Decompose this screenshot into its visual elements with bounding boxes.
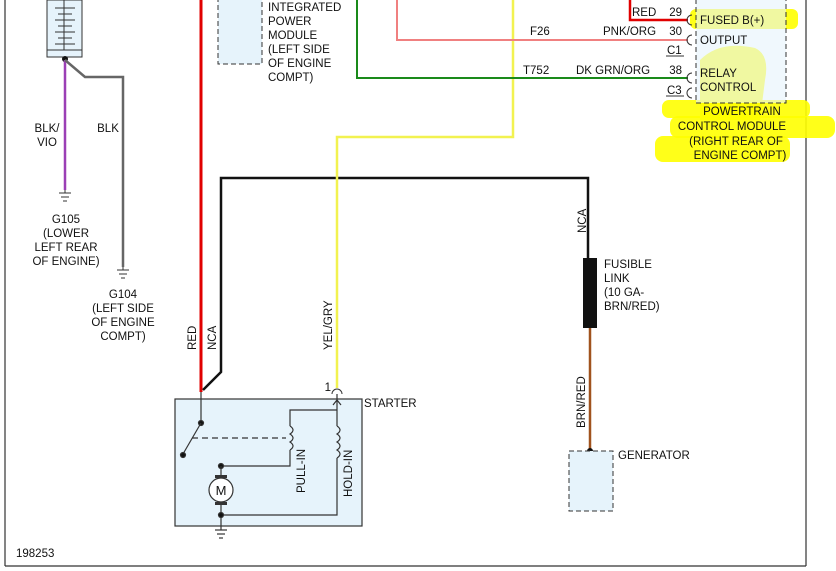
svg-text:CONTROL: CONTROL	[700, 82, 757, 94]
wire-nca	[202, 176, 590, 391]
svg-text:C3: C3	[667, 85, 682, 97]
ground-icon	[59, 190, 71, 202]
svg-text:T752: T752	[523, 65, 549, 77]
svg-text:BRN/RED): BRN/RED)	[604, 301, 660, 313]
svg-text:RED: RED	[632, 7, 656, 19]
wire-label-red: RED	[187, 326, 199, 350]
svg-text:F26: F26	[530, 26, 550, 38]
svg-text:FUSED B(+): FUSED B(+)	[700, 15, 764, 27]
svg-text:COMPT): COMPT)	[268, 72, 314, 84]
motor-label: M	[216, 483, 227, 498]
ipm-box	[217, 0, 263, 65]
svg-text:G104: G104	[109, 289, 138, 301]
svg-text:DK GRN/ORG: DK GRN/ORG	[576, 65, 650, 77]
starter-pin-number: 1	[325, 382, 331, 394]
pcm-pin-labels: RED 29 FUSED B(+) F26 PNK/ORG 30 OUTPUT …	[523, 7, 764, 97]
svg-text:FUSIBLE: FUSIBLE	[604, 259, 652, 271]
svg-text:MODULE: MODULE	[268, 30, 318, 42]
starter-internals	[179, 392, 342, 539]
wire-yel-gry	[335, 0, 515, 388]
fusible-link	[583, 258, 597, 328]
svg-text:LEFT REAR: LEFT REAR	[34, 242, 97, 254]
pcm-connector-marks	[686, 14, 693, 99]
svg-text:COMPT): COMPT)	[100, 331, 146, 343]
svg-text:PNK/ORG: PNK/ORG	[603, 26, 656, 38]
generator-label: GENERATOR	[618, 450, 690, 462]
wire-label-yel-gry: YEL/GRY	[323, 300, 335, 350]
fusible-link-label: FUSIBLE LINK (10 GA- BRN/RED)	[604, 259, 660, 313]
pcm-box	[695, 0, 787, 104]
svg-text:29: 29	[669, 7, 682, 19]
svg-text:30: 30	[669, 26, 682, 38]
wire-label-blk: BLK	[97, 123, 119, 135]
svg-text:OUTPUT: OUTPUT	[700, 35, 747, 47]
svg-text:POWER: POWER	[268, 16, 311, 28]
g104-label: G104 (LEFT SIDE OF ENGINE COMPT)	[91, 289, 155, 343]
starter-connector-mark	[331, 388, 343, 395]
wire-label-nca: NCA	[207, 325, 219, 350]
wire-dk-grn-org	[356, 0, 688, 79]
svg-text:(10 GA-: (10 GA-	[604, 287, 644, 299]
svg-text:38: 38	[669, 65, 682, 77]
svg-text:LINK: LINK	[604, 273, 630, 285]
wire-blk	[64, 59, 125, 267]
hold-in-label: HOLD-IN	[343, 450, 355, 497]
svg-text:CONTROL MODULE: CONTROL MODULE	[678, 121, 787, 133]
starter-box	[174, 398, 363, 527]
generator-box	[568, 450, 614, 512]
pcm-label: POWERTRAIN CONTROL MODULE (RIGHT REAR OF…	[678, 106, 787, 162]
svg-text:G105: G105	[52, 214, 80, 226]
wire-red-pcm	[628, 0, 688, 22]
svg-text:OF ENGINE): OF ENGINE)	[32, 256, 99, 268]
ground-icon	[117, 267, 129, 279]
battery-plates	[55, 0, 75, 50]
wire-pnk-org	[396, 0, 688, 41]
ipm-label: INTEGRATED POWER MODULE (LEFT SIDE OF EN…	[268, 2, 341, 84]
svg-text:(LOWER: (LOWER	[43, 228, 89, 240]
wire-label-brn-red: BRN/RED	[576, 376, 588, 428]
svg-text:RELAY: RELAY	[700, 68, 737, 80]
svg-text:ENGINE COMPT): ENGINE COMPT)	[694, 150, 787, 162]
pull-in-label: PULL-IN	[296, 449, 308, 493]
svg-text:INTEGRATED: INTEGRATED	[268, 2, 341, 14]
svg-text:OF ENGINE: OF ENGINE	[91, 317, 155, 329]
svg-text:(LEFT SIDE: (LEFT SIDE	[268, 44, 330, 56]
svg-text:OF ENGINE: OF ENGINE	[268, 58, 332, 70]
svg-text:(RIGHT REAR OF: (RIGHT REAR OF	[689, 136, 783, 148]
wire-label-nca-fusible: NCA	[577, 208, 589, 233]
svg-text:(LEFT SIDE: (LEFT SIDE	[92, 303, 154, 315]
svg-text:POWERTRAIN: POWERTRAIN	[703, 106, 781, 118]
diagram-id: 198253	[16, 548, 54, 560]
svg-text:C1: C1	[667, 45, 682, 57]
wire-label-blk-vio: BLK/VIO	[35, 123, 61, 149]
g105-label: G105 (LOWER LEFT REAR OF ENGINE)	[32, 214, 99, 268]
starter-label: STARTER	[364, 398, 417, 410]
